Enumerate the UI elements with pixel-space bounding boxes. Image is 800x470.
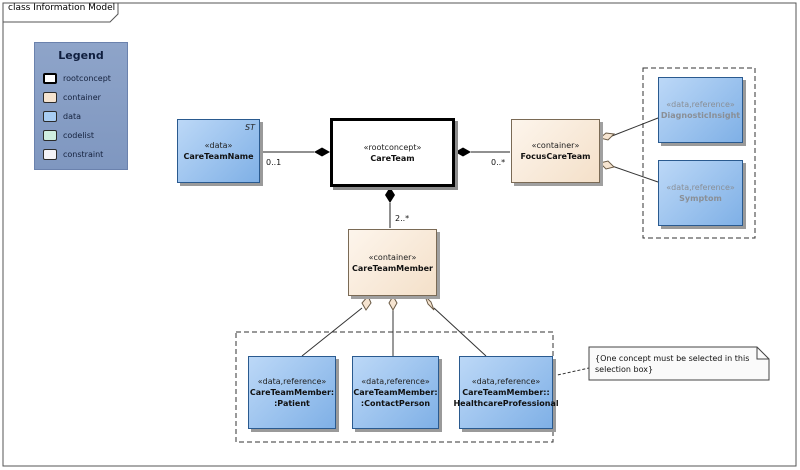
legend-label: rootconcept bbox=[63, 73, 111, 83]
aggregation-diamond bbox=[598, 132, 616, 141]
class-name: CareTeam bbox=[370, 153, 415, 163]
legend-item-rootconcept: rootconcept bbox=[43, 71, 111, 85]
frame-title: class Information Model bbox=[8, 3, 116, 13]
legend-swatch bbox=[43, 148, 57, 160]
note-shape bbox=[588, 346, 770, 381]
class-focuscareteam[interactable]: «container» FocusCareTeam bbox=[511, 119, 600, 183]
class-symptom[interactable]: «data,reference» Symptom bbox=[658, 160, 743, 226]
aggregation-diamond bbox=[361, 295, 372, 311]
stereotype-label: «data,reference» bbox=[471, 377, 541, 386]
note-anchor bbox=[552, 367, 590, 377]
agg-line-patient bbox=[301, 307, 363, 357]
legend-label: container bbox=[63, 92, 101, 102]
focus-selection-box bbox=[642, 67, 756, 239]
composition-diamond-right bbox=[455, 147, 471, 157]
class-name: DiagnosticInsight bbox=[660, 111, 741, 120]
legend-title: Legend bbox=[58, 49, 104, 62]
frame-tab bbox=[3, 3, 119, 23]
legend-label: data bbox=[63, 111, 82, 121]
constraint-note: {One concept must be selected in this se… bbox=[589, 347, 769, 380]
member-selection-box bbox=[235, 331, 554, 443]
legend-panel: Legend rootconcept container data codeli… bbox=[34, 42, 128, 170]
stereotype-label: «data,reference» bbox=[257, 377, 327, 386]
class-name: CareTeamName bbox=[183, 152, 254, 161]
multiplicity-careteamname: 0..1 bbox=[266, 158, 282, 167]
stereotype-label: «data,reference» bbox=[666, 183, 735, 192]
multiplicity-focuscareteam: 0..* bbox=[491, 158, 506, 167]
class-careteam[interactable]: «rootconcept» CareTeam bbox=[330, 118, 455, 187]
stereotype-label: «container» bbox=[368, 252, 417, 262]
legend-item-constraint: constraint bbox=[43, 147, 103, 161]
composition-diamond-bottom bbox=[385, 187, 395, 203]
class-careteammember-patient[interactable]: «data,reference» CareTeamMember: :Patien… bbox=[248, 356, 336, 429]
class-careteammember[interactable]: «container» CareTeamMember bbox=[348, 229, 437, 296]
class-name-line2: HealthcareProfessional bbox=[453, 399, 559, 408]
legend-item-codelist: codelist bbox=[43, 128, 94, 142]
stereotype-label: «container» bbox=[531, 141, 580, 150]
legend-item-data: data bbox=[43, 109, 81, 123]
note-fold bbox=[756, 347, 769, 360]
stereotype-label: «data» bbox=[204, 141, 233, 150]
multiplicity-careteammember: 2..* bbox=[395, 214, 410, 223]
aggregation-diamond bbox=[424, 295, 435, 311]
legend-label: constraint bbox=[63, 149, 104, 159]
aggregation-diamond bbox=[599, 160, 615, 170]
aggregation-diamond bbox=[388, 294, 398, 312]
class-name: Symptom bbox=[679, 194, 722, 203]
note-text: {One concept must be selected in this se… bbox=[595, 354, 750, 374]
class-name: CareTeamMember bbox=[351, 263, 433, 273]
agg-line-symptom bbox=[611, 165, 659, 183]
class-careteammember-contactperson[interactable]: «data,reference» CareTeamMember: :Contac… bbox=[352, 356, 439, 429]
class-name-line2: :ContactPerson bbox=[360, 399, 431, 408]
class-name: CareTeamMember: bbox=[249, 388, 335, 397]
class-name: FocusCareTeam bbox=[520, 152, 591, 161]
legend-swatch bbox=[43, 129, 57, 141]
stereotype-label: «rootconcept» bbox=[363, 142, 422, 152]
class-name: CareTeamMember: bbox=[353, 388, 438, 397]
agg-line-diagnosticinsight bbox=[611, 117, 659, 137]
stereotype-label: «data,reference» bbox=[361, 377, 430, 386]
composition-diamond-left bbox=[314, 147, 330, 157]
legend-label: codelist bbox=[63, 130, 95, 140]
class-careteamname[interactable]: ST «data» CareTeamName bbox=[177, 119, 260, 183]
legend-item-container: container bbox=[43, 90, 101, 104]
legend-swatch bbox=[43, 91, 57, 103]
stereotype-label: «data,reference» bbox=[666, 100, 735, 109]
legend-swatch bbox=[43, 72, 57, 84]
class-diagnosticinsight[interactable]: «data,reference» DiagnosticInsight bbox=[658, 77, 743, 143]
class-name: CareTeamMember:: bbox=[462, 388, 550, 397]
class-name-line2: :Patient bbox=[274, 399, 310, 408]
legend-swatch bbox=[43, 110, 57, 122]
class-careteammember-healthcareprofessional[interactable]: «data,reference» CareTeamMember:: Health… bbox=[453, 356, 559, 429]
agg-line-healthcareprofessional bbox=[433, 307, 487, 357]
st-corner-label: ST bbox=[245, 123, 255, 132]
